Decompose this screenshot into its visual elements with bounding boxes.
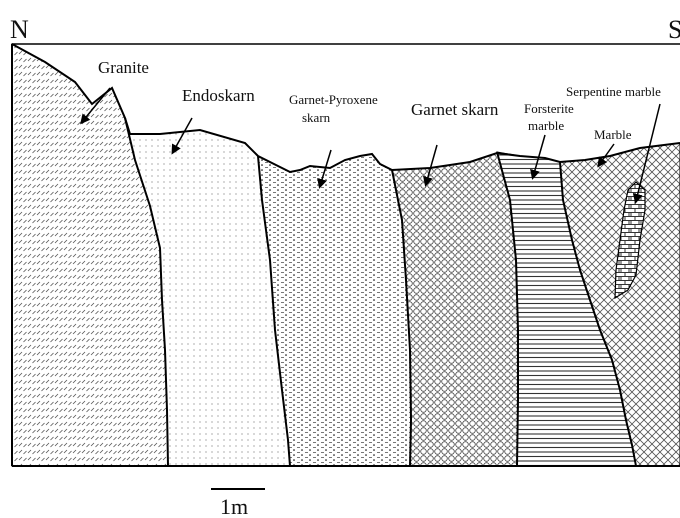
serpentine-marble-arrow — [632, 103, 661, 204]
granite-unit — [11, 43, 169, 467]
contact-garnetskarn-forsterite — [496, 151, 519, 467]
marble-arrow — [597, 143, 615, 168]
contact-gpskarn-garnetskarn — [391, 169, 413, 467]
forsterite-label: Forsterite — [524, 101, 574, 116]
north-label: N — [10, 15, 29, 44]
garnet-pyroxene-arrow — [317, 149, 332, 189]
marble-label: Marble — [594, 127, 632, 142]
forsterite-arrow — [530, 134, 546, 180]
south-label: S — [668, 15, 680, 44]
garnet-pyroxene-label: Garnet-Pyroxene — [289, 92, 378, 107]
contact-granite-endoskarn — [124, 117, 169, 467]
granite-arrow — [80, 87, 111, 125]
granite-label: Granite — [98, 58, 149, 77]
endoskarn-arrow — [171, 117, 193, 155]
serpentine-marble-label: Serpentine marble — [566, 84, 661, 99]
garnet-skarn-arrow — [423, 144, 438, 187]
contact-endoskarn-gpskarn — [257, 155, 291, 467]
garnet-pyroxene-label-line2: skarn — [302, 110, 331, 125]
garnet-skarn-label: Garnet skarn — [411, 100, 499, 119]
contact-forsterite-marble — [559, 161, 637, 467]
forsterite-label-line2: marble — [528, 118, 564, 133]
topographic-surface — [11, 43, 680, 174]
scale-bar-label: 1m — [220, 494, 248, 518]
endoskarn-label: Endoskarn — [182, 86, 255, 105]
serpentine-marble-lens — [614, 181, 646, 300]
